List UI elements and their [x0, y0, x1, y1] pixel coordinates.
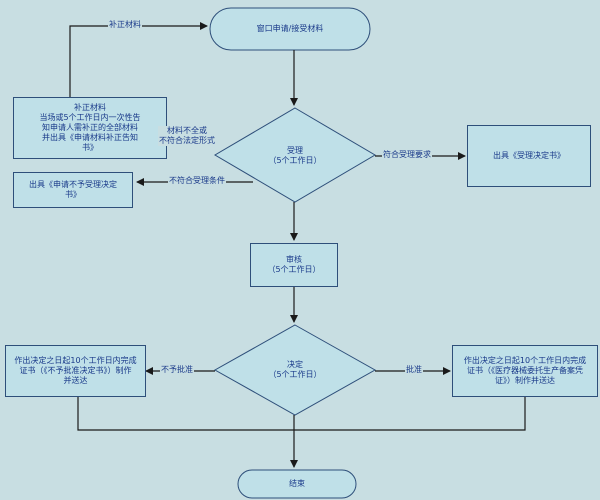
- start-terminal: [209, 7, 371, 51]
- acceptance-diamond: [214, 107, 376, 203]
- edge-label-not-approve: 不予批准: [160, 365, 194, 375]
- start-node-label: 窗口申请/接受材料: [256, 24, 324, 33]
- end-node-label: 结束: [289, 479, 305, 488]
- approved-node: 作出决定之日起10个工作日内完成 证书（《医疗器械委托生产备案凭 证》）制作并送…: [452, 345, 598, 397]
- end-terminal: [237, 469, 357, 499]
- review-text: 审核 （5个工作日）: [267, 255, 321, 274]
- not-approved-node: 作出决定之日起10个工作日内完成 证书（《不予批准决定书》）制作 并送达: [5, 345, 146, 397]
- approved-text: 作出决定之日起10个工作日内完成 证书（《医疗器械委托生产备案凭 证》）制作并送…: [463, 356, 587, 385]
- edge-label-approve: 批准: [405, 365, 423, 375]
- edge-label-not-meet: 不符合受理条件: [168, 176, 226, 186]
- not-approved-text: 作出决定之日起10个工作日内完成 证书（《不予批准决定书》）制作 并送达: [14, 356, 137, 385]
- reject-acceptance-text: 出具《申请不予受理决定 书》: [29, 180, 117, 199]
- supplement-node: 补正材料 当场或5个工作日内一次性告 知申请人需补正的全部材料 并出具《申请材料…: [13, 97, 167, 159]
- edge-label-meets: 符合受理要求: [382, 150, 432, 160]
- supplement-node-text: 补正材料 当场或5个工作日内一次性告 知申请人需补正的全部材料 并出具《申请材料…: [39, 103, 141, 152]
- edge-label-incomplete: 材料不全或 不符合法定形式: [158, 126, 216, 146]
- decision-diamond: [213, 324, 377, 416]
- edge-label-supplement: 补正材料: [108, 20, 142, 30]
- accept-decision-node: 出具《受理决定书》: [467, 125, 591, 187]
- acceptance-node-label: 受理 （5个工作日）: [268, 146, 322, 165]
- arrow-supplement-to-start: [69, 22, 208, 97]
- decision-node-label: 决定 （5个工作日）: [268, 360, 322, 379]
- accept-decision-text: 出具《受理决定书》: [493, 151, 565, 160]
- reject-acceptance-node: 出具《申请不予受理决定 书》: [13, 172, 133, 208]
- review-node: 审核 （5个工作日）: [250, 243, 338, 287]
- line-approved-to-merge: [294, 397, 526, 431]
- line-not-approved-to-merge: [77, 397, 294, 431]
